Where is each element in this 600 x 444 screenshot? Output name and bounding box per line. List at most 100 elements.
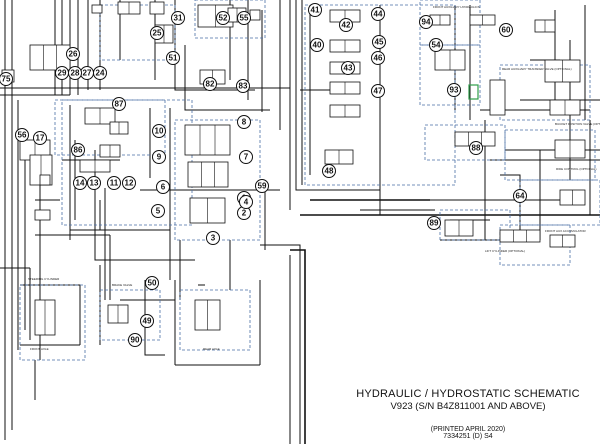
svg-text:42: 42 xyxy=(342,21,351,30)
callout-5: 5 xyxy=(151,204,165,218)
svg-text:51: 51 xyxy=(169,54,178,63)
callout-44: 44 xyxy=(371,7,385,21)
callout-83: 83 xyxy=(236,79,250,93)
svg-text:17: 17 xyxy=(36,134,45,143)
callout-11: 11 xyxy=(107,176,121,190)
svg-text:40: 40 xyxy=(313,41,322,50)
callout-87: 87 xyxy=(112,97,126,111)
callout-88: 88 xyxy=(469,141,483,155)
svg-text:4: 4 xyxy=(244,198,249,207)
callout-10: 10 xyxy=(152,124,166,138)
svg-text:88: 88 xyxy=(472,144,481,153)
callout-17: 17 xyxy=(33,131,47,145)
svg-text:86: 86 xyxy=(74,146,83,155)
svg-text:55: 55 xyxy=(240,14,249,23)
svg-text:45: 45 xyxy=(375,38,384,47)
svg-text:5: 5 xyxy=(156,207,161,216)
component-label-a: FRONT AUXILIARY HYDRAULICS xyxy=(433,5,480,9)
schematic-model: V923 (S/N B4Z811001 AND ABOVE) xyxy=(390,401,546,412)
callout-48: 48 xyxy=(322,164,336,178)
svg-text:44: 44 xyxy=(374,10,383,19)
schematic-components xyxy=(1,1,586,336)
svg-text:3: 3 xyxy=(211,234,216,243)
callout-86: 86 xyxy=(71,143,85,157)
callout-90: 90 xyxy=(128,333,142,347)
svg-text:11: 11 xyxy=(110,179,119,188)
svg-text:7: 7 xyxy=(244,153,249,162)
svg-text:31: 31 xyxy=(174,14,183,23)
svg-text:6: 6 xyxy=(161,183,166,192)
callout-8: 8 xyxy=(237,115,251,129)
callout-82: 82 xyxy=(203,77,217,91)
callout-4: 4 xyxy=(239,195,253,209)
svg-text:90: 90 xyxy=(131,336,140,345)
callout-26: 26 xyxy=(66,47,80,61)
callout-43: 43 xyxy=(341,61,355,75)
callout-54: 54 xyxy=(429,38,443,52)
svg-text:94: 94 xyxy=(422,18,431,27)
callout-49: 49 xyxy=(140,314,154,328)
svg-text:24: 24 xyxy=(96,69,105,78)
svg-text:50: 50 xyxy=(148,279,157,288)
callout-28: 28 xyxy=(68,66,82,80)
svg-text:28: 28 xyxy=(71,69,80,78)
callout-numbers: 1234567891011121314172425262728293140414… xyxy=(0,3,527,347)
svg-text:43: 43 xyxy=(344,64,353,73)
callout-94: 94 xyxy=(419,15,433,29)
svg-text:29: 29 xyxy=(58,69,67,78)
callout-51: 51 xyxy=(166,51,180,65)
callout-45: 45 xyxy=(372,35,386,49)
svg-text:48: 48 xyxy=(325,167,334,176)
callout-14: 14 xyxy=(73,176,87,190)
svg-text:9: 9 xyxy=(157,153,162,162)
callout-13: 13 xyxy=(87,176,101,190)
callout-31: 31 xyxy=(171,11,185,25)
svg-text:56: 56 xyxy=(18,131,27,140)
component-label-b: REAR AUXILIARY TRANSFER VALVE (OPTIONAL) xyxy=(502,67,572,71)
callout-6: 6 xyxy=(156,180,170,194)
component-label-h: REAR AXLE xyxy=(203,347,220,351)
callout-41: 41 xyxy=(308,3,322,17)
component-label-g: FRONT AXLE xyxy=(30,347,49,351)
svg-text:10: 10 xyxy=(155,127,164,136)
svg-text:82: 82 xyxy=(206,80,215,89)
callout-24: 24 xyxy=(93,66,107,80)
callout-3: 3 xyxy=(206,231,220,245)
component-labels: FRONT AUXILIARY HYDRAULICS REAR AUXILIARY… xyxy=(28,5,600,351)
svg-text:46: 46 xyxy=(374,54,383,63)
callout-42: 42 xyxy=(339,18,353,32)
component-label-i: BRAKE VALVE xyxy=(112,283,132,287)
callout-59: 59 xyxy=(255,179,269,193)
svg-text:75: 75 xyxy=(2,75,11,84)
svg-text:60: 60 xyxy=(502,26,511,35)
callout-56: 56 xyxy=(15,128,29,142)
callout-75: 75 xyxy=(0,72,13,86)
component-label-c: BUCKET POSITION VALVE (OPTIONAL) xyxy=(555,122,600,126)
svg-text:89: 89 xyxy=(430,219,439,228)
callout-50: 50 xyxy=(145,276,159,290)
svg-text:27: 27 xyxy=(83,69,92,78)
callout-46: 46 xyxy=(371,51,385,65)
callout-7: 7 xyxy=(239,150,253,164)
schematic-title: HYDRAULIC / HYDROSTATIC SCHEMATIC xyxy=(356,388,580,400)
callout-9: 9 xyxy=(152,150,166,164)
svg-text:49: 49 xyxy=(143,317,152,326)
printed-date: (PRINTED APRIL 2020) xyxy=(430,426,506,433)
component-label-e: FRONT AUX ACCUMULATOR xyxy=(545,229,587,233)
title-block: HYDRAULIC / HYDROSTATIC SCHEMATIC V923 (… xyxy=(348,388,588,440)
callout-29: 29 xyxy=(55,66,69,80)
svg-text:8: 8 xyxy=(242,118,247,127)
callout-47: 47 xyxy=(371,84,385,98)
component-label-j: LIFT CYLINDER (OPTIONAL) xyxy=(485,249,525,253)
svg-text:87: 87 xyxy=(115,100,124,109)
svg-text:25: 25 xyxy=(153,29,162,38)
svg-text:54: 54 xyxy=(432,41,441,50)
svg-text:41: 41 xyxy=(311,6,320,15)
part-number: 7334251 (D) S4 xyxy=(443,433,493,440)
svg-text:12: 12 xyxy=(125,179,134,188)
svg-text:14: 14 xyxy=(76,179,85,188)
callout-52: 52 xyxy=(216,11,230,25)
callout-64: 64 xyxy=(513,189,527,203)
